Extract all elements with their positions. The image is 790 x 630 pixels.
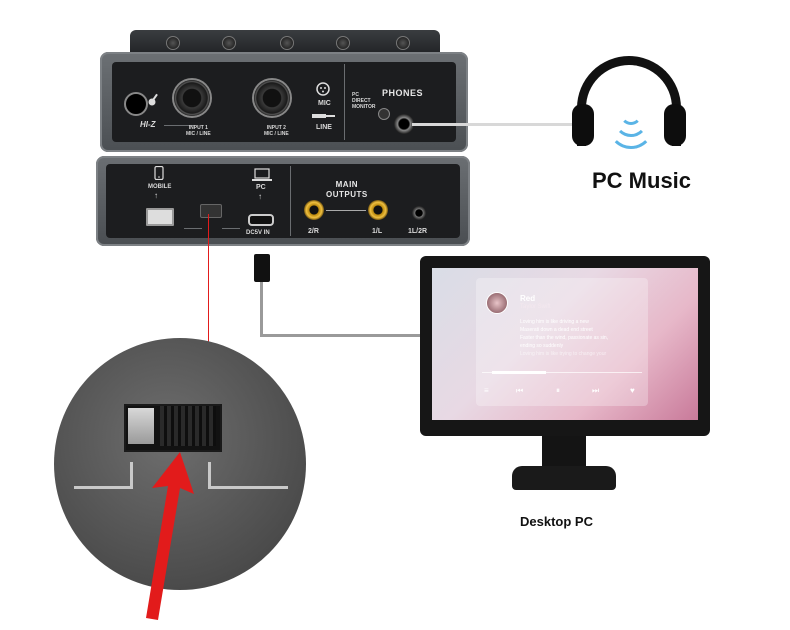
main-outputs-label: MAIN OUTPUTS: [326, 180, 368, 199]
out-2r-label: 2/R: [308, 228, 319, 235]
progress-track[interactable]: [482, 372, 642, 373]
usb-cable-vertical: [260, 282, 263, 336]
out-1l2r-label: 1L/2R: [408, 228, 428, 235]
input-1-combo-jack[interactable]: [174, 80, 210, 116]
zoom-switch-slider: [160, 406, 216, 446]
input-2-combo-jack[interactable]: [254, 80, 290, 116]
pc-arrow: ↑: [258, 192, 262, 201]
rear-divider: [290, 166, 291, 236]
front-divider: [344, 64, 345, 140]
monitor-screen: [432, 268, 698, 420]
lyric-line: Maserati down a dead end street: [520, 327, 593, 333]
headphone-left-cup: [572, 104, 594, 146]
headphone-right-cup: [664, 104, 686, 146]
play-pause-icon[interactable]: ⏸: [556, 386, 560, 395]
input-1-label: INPUT 1 MIC / LINE: [186, 125, 211, 137]
lyric-line: Faster than the wind, passionate as sin,: [520, 335, 609, 341]
red-arrow-icon: [146, 452, 194, 620]
jack-plug-icon: [312, 114, 335, 118]
output-1l2r-jack[interactable]: [412, 206, 426, 220]
output-1l-jack[interactable]: [368, 200, 388, 220]
monitor-base: [512, 466, 616, 490]
headphone-cable: [412, 123, 580, 126]
mobile-arrow: ↑: [154, 191, 158, 200]
input-2-label: INPUT 2 MIC / LINE: [264, 125, 289, 137]
gain-knob-1[interactable]: [166, 36, 180, 50]
guitar-icon: [148, 93, 158, 106]
song-title: Red: [520, 294, 536, 303]
xlr-mic-icon: [316, 82, 330, 96]
album-avatar: [486, 292, 508, 314]
line-label: LINE: [316, 124, 332, 131]
switch-bracket-left: [184, 228, 202, 229]
outputs-link-line: [326, 210, 366, 211]
lyric-line: ending so suddenly: [520, 343, 564, 349]
pc-music-label: PC Music: [592, 168, 692, 193]
zoom-bracket-left: [74, 486, 132, 489]
output-2r-jack[interactable]: [304, 200, 324, 220]
mobile-usb-port[interactable]: [146, 208, 174, 226]
song-artist: Taylor Swift: [520, 304, 551, 310]
usb-c-plug: [254, 254, 270, 282]
pc-label: PC: [256, 184, 266, 191]
next-icon[interactable]: ⏭: [592, 386, 600, 395]
pc-usb-c-port[interactable]: [248, 214, 274, 226]
menu-icon[interactable]: ≡: [484, 386, 489, 395]
zoom-bracket-right-up: [208, 462, 211, 489]
phones-knob[interactable]: [336, 36, 350, 50]
zoom-pointer-line: [208, 214, 209, 344]
usb-cable-horizontal: [260, 334, 424, 337]
laptop-icon: [252, 168, 272, 181]
main-knob[interactable]: [396, 36, 410, 50]
heart-icon[interactable]: ♥: [630, 386, 635, 395]
hi-z-jack[interactable]: [124, 92, 148, 116]
zoom-bracket-right: [208, 486, 288, 489]
dc5v-in-label: DC5V IN: [246, 230, 270, 236]
gain-knob-2[interactable]: [222, 36, 236, 50]
mic-label: MIC: [318, 100, 331, 107]
sound-wave-large: [608, 126, 654, 149]
lyric-line: Loving him is like driving a new: [520, 319, 589, 325]
progress-fill: [492, 371, 546, 374]
zoom-switch-left-slot: [128, 408, 154, 444]
mobile-label: MOBILE: [148, 184, 172, 190]
mode-switch[interactable]: [200, 204, 222, 218]
desktop-pc-label: Desktop PC: [520, 514, 593, 529]
mix-knob[interactable]: [280, 36, 294, 50]
zoom-bracket-left-up: [130, 462, 133, 489]
pc-direct-monitor-label: PC DIRECT MONITOR: [352, 92, 376, 110]
phones-jack[interactable]: [394, 114, 414, 134]
out-1l-label: 1/L: [372, 228, 383, 235]
headphones-icon: [577, 56, 681, 146]
switch-bracket-right: [222, 228, 240, 229]
hi-z-line: [164, 125, 194, 126]
direct-monitor-button[interactable]: [378, 108, 390, 120]
monitor-neck: [542, 436, 586, 468]
lyric-line: Loving him is like trying to change your: [520, 351, 607, 357]
prev-icon[interactable]: ⏮: [516, 386, 524, 395]
mobile-phone-icon: [154, 166, 164, 180]
phones-label: PHONES: [382, 88, 424, 98]
hi-z-label: HI-Z: [140, 120, 156, 129]
